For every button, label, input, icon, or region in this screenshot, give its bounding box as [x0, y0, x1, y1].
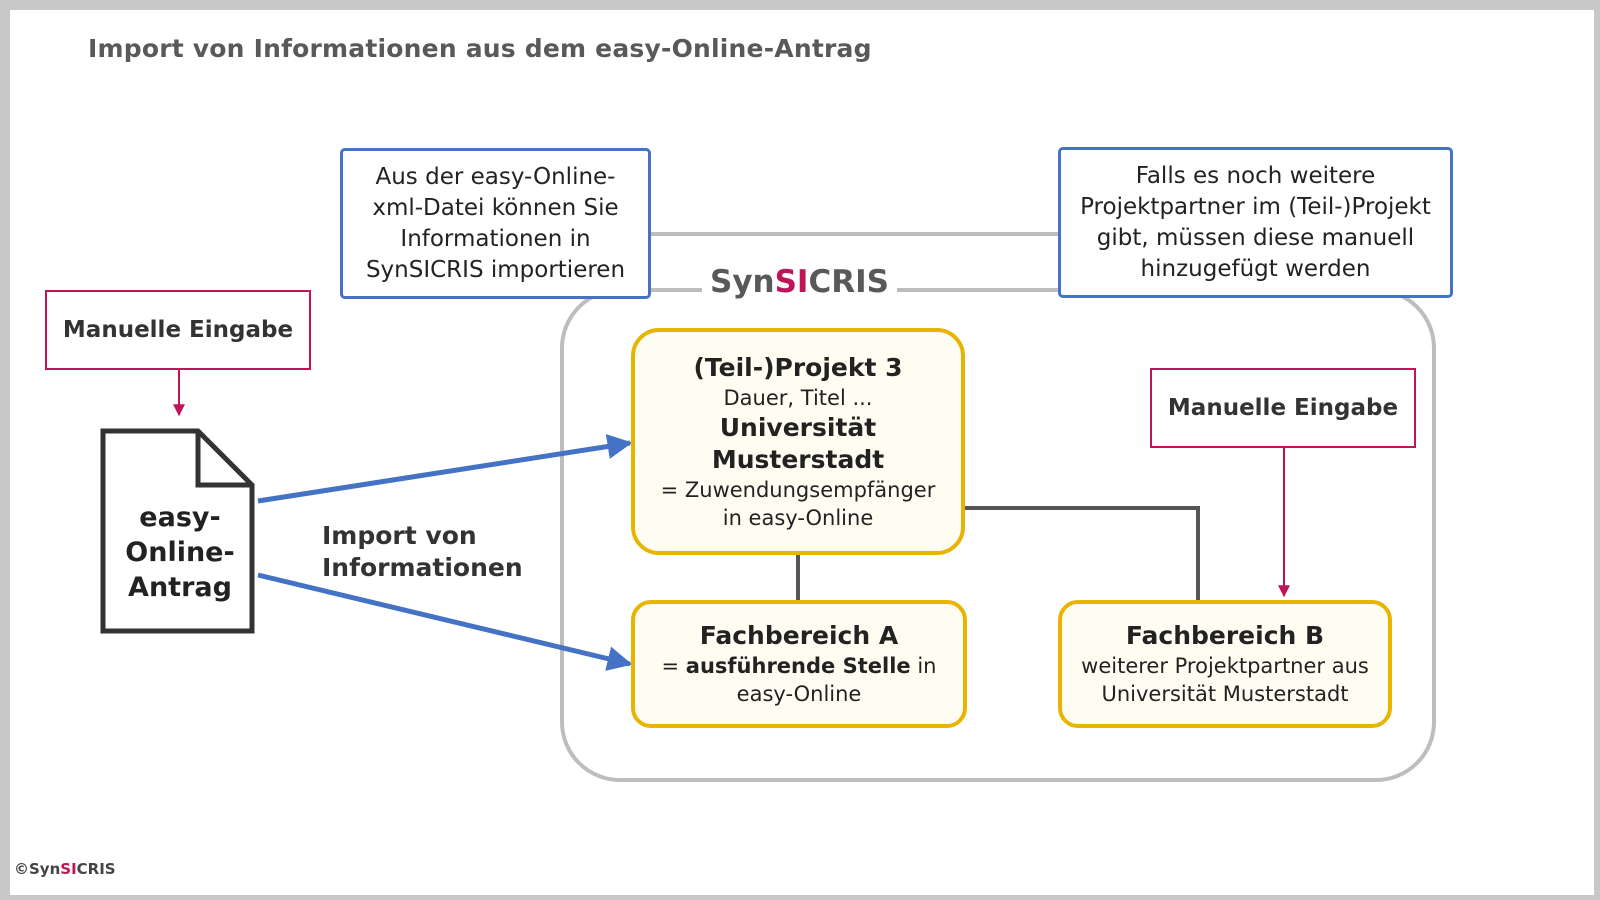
import-label: Import von Informationen	[322, 520, 523, 584]
callout-right-line: hinzugefügt werden	[1140, 255, 1371, 282]
callout-left-line: SynSICRIS importieren	[365, 256, 626, 283]
document-icon	[100, 428, 255, 634]
import-arrow-project	[257, 434, 633, 504]
copyright-mark: ©SynSICRIS	[14, 860, 116, 878]
project-fbb-line	[965, 506, 1200, 602]
synsicris-logo: SynSICRIS	[702, 264, 897, 300]
fachbereich-a-role: = ausführende Stelle in	[661, 654, 937, 678]
callout-right-line: gibt, müssen diese manuell	[1096, 224, 1415, 251]
callout-right-line: Falls es noch weitere	[1135, 162, 1376, 189]
manual-input-box-left: Manuelle Eingabe	[45, 290, 311, 370]
page-title: Import von Informationen aus dem easy-On…	[88, 34, 872, 63]
import-arrow-fba	[257, 572, 633, 671]
document-label-line: Antrag	[128, 572, 232, 603]
fachbereich-b-box: Fachbereich B weiterer Projektpartner au…	[1058, 600, 1392, 728]
fachbereich-a-line: easy-Online	[736, 682, 862, 706]
project-role-line: in easy-Online	[722, 505, 874, 530]
manual-input-box-right: Manuelle Eingabe	[1150, 368, 1416, 448]
fachbereich-a-box: Fachbereich A = ausführende Stelle in ea…	[631, 600, 967, 728]
callout-right-line: Projektpartner im (Teil-)Projekt	[1080, 193, 1431, 220]
fachbereich-b-line: Universität Musterstadt	[1101, 682, 1349, 706]
callout-left-line: xml-Datei können Sie	[372, 194, 619, 221]
fachbereich-b-heading: Fachbereich B	[1125, 621, 1325, 650]
fachbereich-a-heading: Fachbereich A	[699, 621, 899, 650]
project-role-line: = Zuwendungsempfänger	[660, 477, 936, 502]
project-detail: Dauer, Titel ...	[723, 385, 873, 410]
connector-lines	[100, 232, 1290, 671]
project-heading: (Teil-)Projekt 3	[693, 352, 903, 382]
slide: Import von Informationen aus dem easy-On…	[10, 10, 1594, 895]
callout-left-line: Aus der easy-Online-	[375, 163, 616, 190]
project-org-line: Universität	[719, 412, 877, 442]
document-label: easy- Online- Antrag	[110, 500, 250, 605]
callout-manual-partners: Falls es noch weitere Projektpartner im …	[1058, 147, 1453, 298]
callout-import-info: Aus der easy-Online- xml-Datei können Si…	[340, 148, 651, 299]
import-label-line: Import von	[322, 521, 477, 550]
synsicris-container	[560, 288, 1436, 782]
import-label-line: Informationen	[322, 553, 523, 582]
project-box: (Teil-)Projekt 3 Dauer, Titel ... Univer…	[631, 328, 965, 555]
fachbereich-b-line: weiterer Projektpartner aus	[1081, 654, 1369, 678]
document-label-line: Online-	[125, 537, 235, 568]
callout-left-line: Informationen in	[400, 225, 591, 252]
project-org-line: Musterstadt	[711, 444, 885, 474]
document-label-line: easy-	[139, 502, 221, 533]
